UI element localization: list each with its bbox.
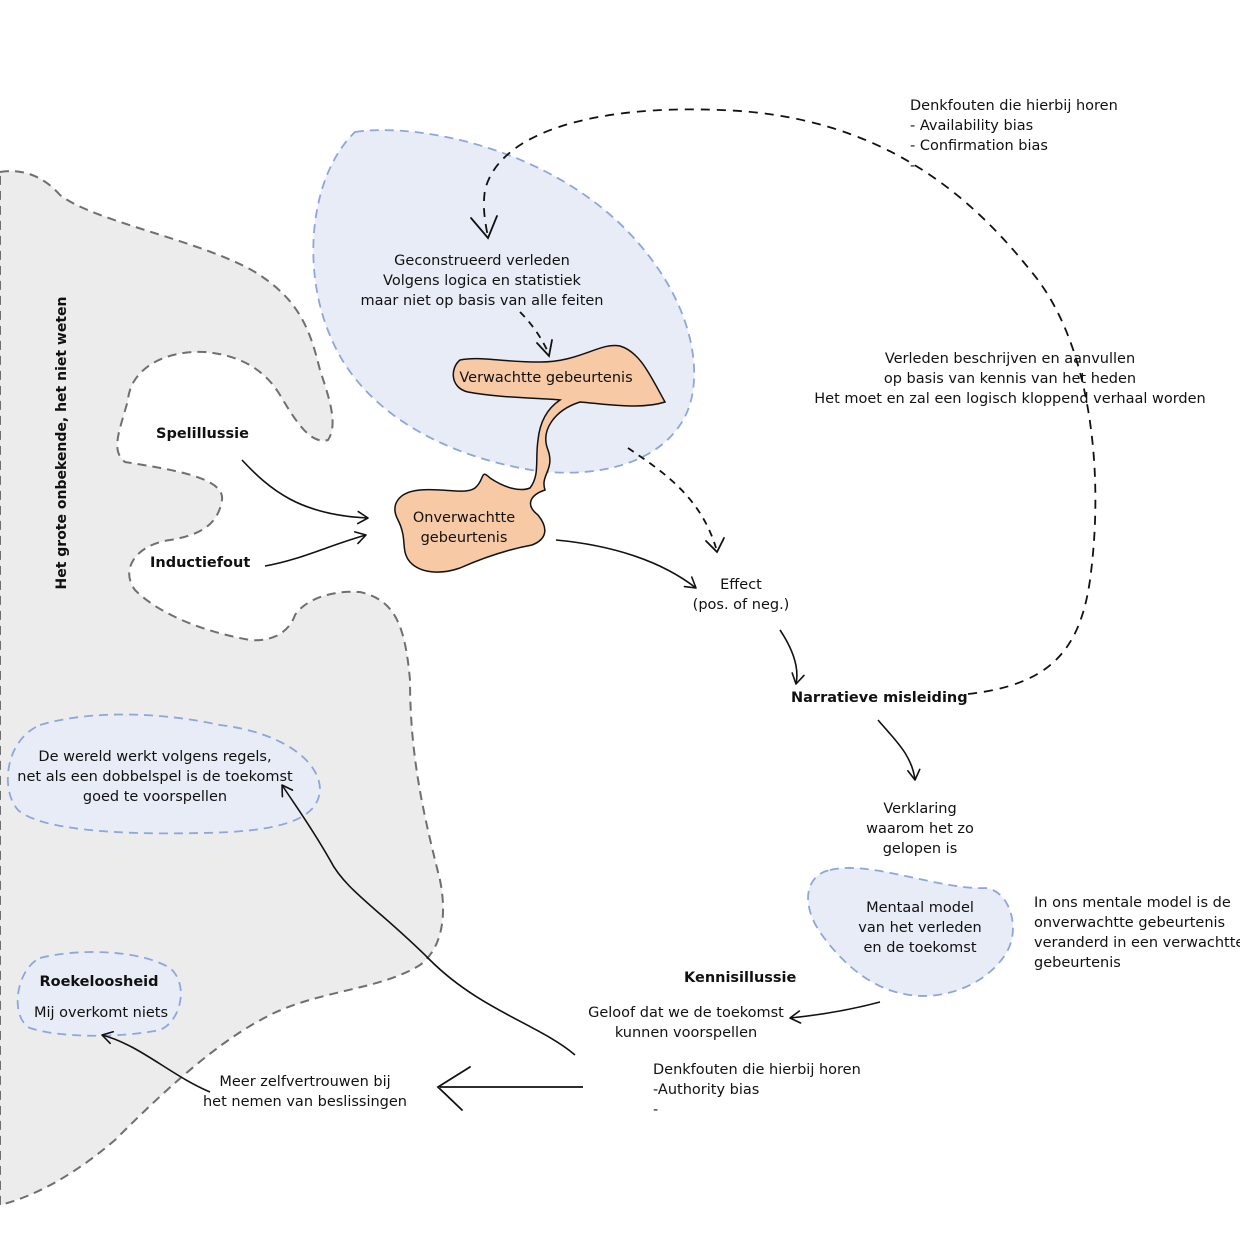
- arrow-past-to-expected: [519, 311, 549, 353]
- mental-model-note: In ons mentale model is de onverwachtte …: [1034, 895, 1240, 971]
- event-shape: [394, 344, 667, 573]
- arrow-expected-to-effect: [627, 447, 717, 549]
- feedback-loop-arrow: [483, 108, 1097, 695]
- arrow-effect-to-narrative: [779, 629, 805, 685]
- arrow-game-illusion: [241, 459, 369, 525]
- expected-event-label: Verwachtte gebeurtenis: [459, 370, 633, 386]
- game-illusion-label: Spelillussie: [156, 426, 249, 442]
- effect-label: Effect (pos. of neg.): [692, 577, 790, 613]
- induction-error-label: Inductiefout: [150, 555, 251, 571]
- world-rules-text: De wereld werkt volgens regels, net als …: [17, 749, 293, 805]
- more-confidence-label: Meer zelfvertrouwen bij het nemen van be…: [202, 1074, 408, 1110]
- recklessness-title: Roekeloosheid: [39, 974, 159, 990]
- constructed-past-text: Geconstrueerd verleden Volgens logica en…: [360, 253, 604, 309]
- arrow-belief-to-world-rules: [281, 784, 576, 1056]
- unexpected-event-label: Onverwachtte gebeurtenis: [412, 510, 516, 546]
- mental-model-label: Mentaal model van het verleden en de toe…: [858, 900, 982, 956]
- unknown-region: [0, 170, 444, 1207]
- thinking-errors-top: Denkfouten die hierbij horen - Availabil…: [910, 98, 1118, 174]
- arrow-model-to-belief: [789, 1001, 881, 1024]
- world-rules-blob: [6, 713, 321, 835]
- describe-past-text: Verleden beschrijven en aanvullen op bas…: [814, 351, 1206, 407]
- arrow-narrative-to-explanation: [877, 719, 921, 781]
- arrow-unexpected-to-effect: [555, 539, 697, 589]
- recklessness-blob: [16, 951, 182, 1037]
- explanation-label: Verklaring waarom het zo gelopen is: [866, 801, 974, 857]
- knowledge-illusion-label: Kennisillussie: [684, 970, 797, 986]
- belief-predict-label: Geloof dat we de toekomst kunnen voorspe…: [588, 1005, 784, 1041]
- unknown-region-label: Het grote onbekende, het niet weten: [54, 296, 70, 590]
- mental-model-blob: [807, 867, 1014, 997]
- recklessness-text: Mij overkomt niets: [33, 1005, 169, 1021]
- arrow-confidence-to-recklessness: [101, 1030, 211, 1093]
- narrative-fallacy-label: Narratieve misleiding: [791, 690, 968, 706]
- thinking-errors-bottom: Denkfouten die hierbij horen -Authority …: [653, 1062, 861, 1118]
- feedback-loop-arrowhead: [470, 215, 498, 240]
- arrow-induction-error: [264, 531, 367, 567]
